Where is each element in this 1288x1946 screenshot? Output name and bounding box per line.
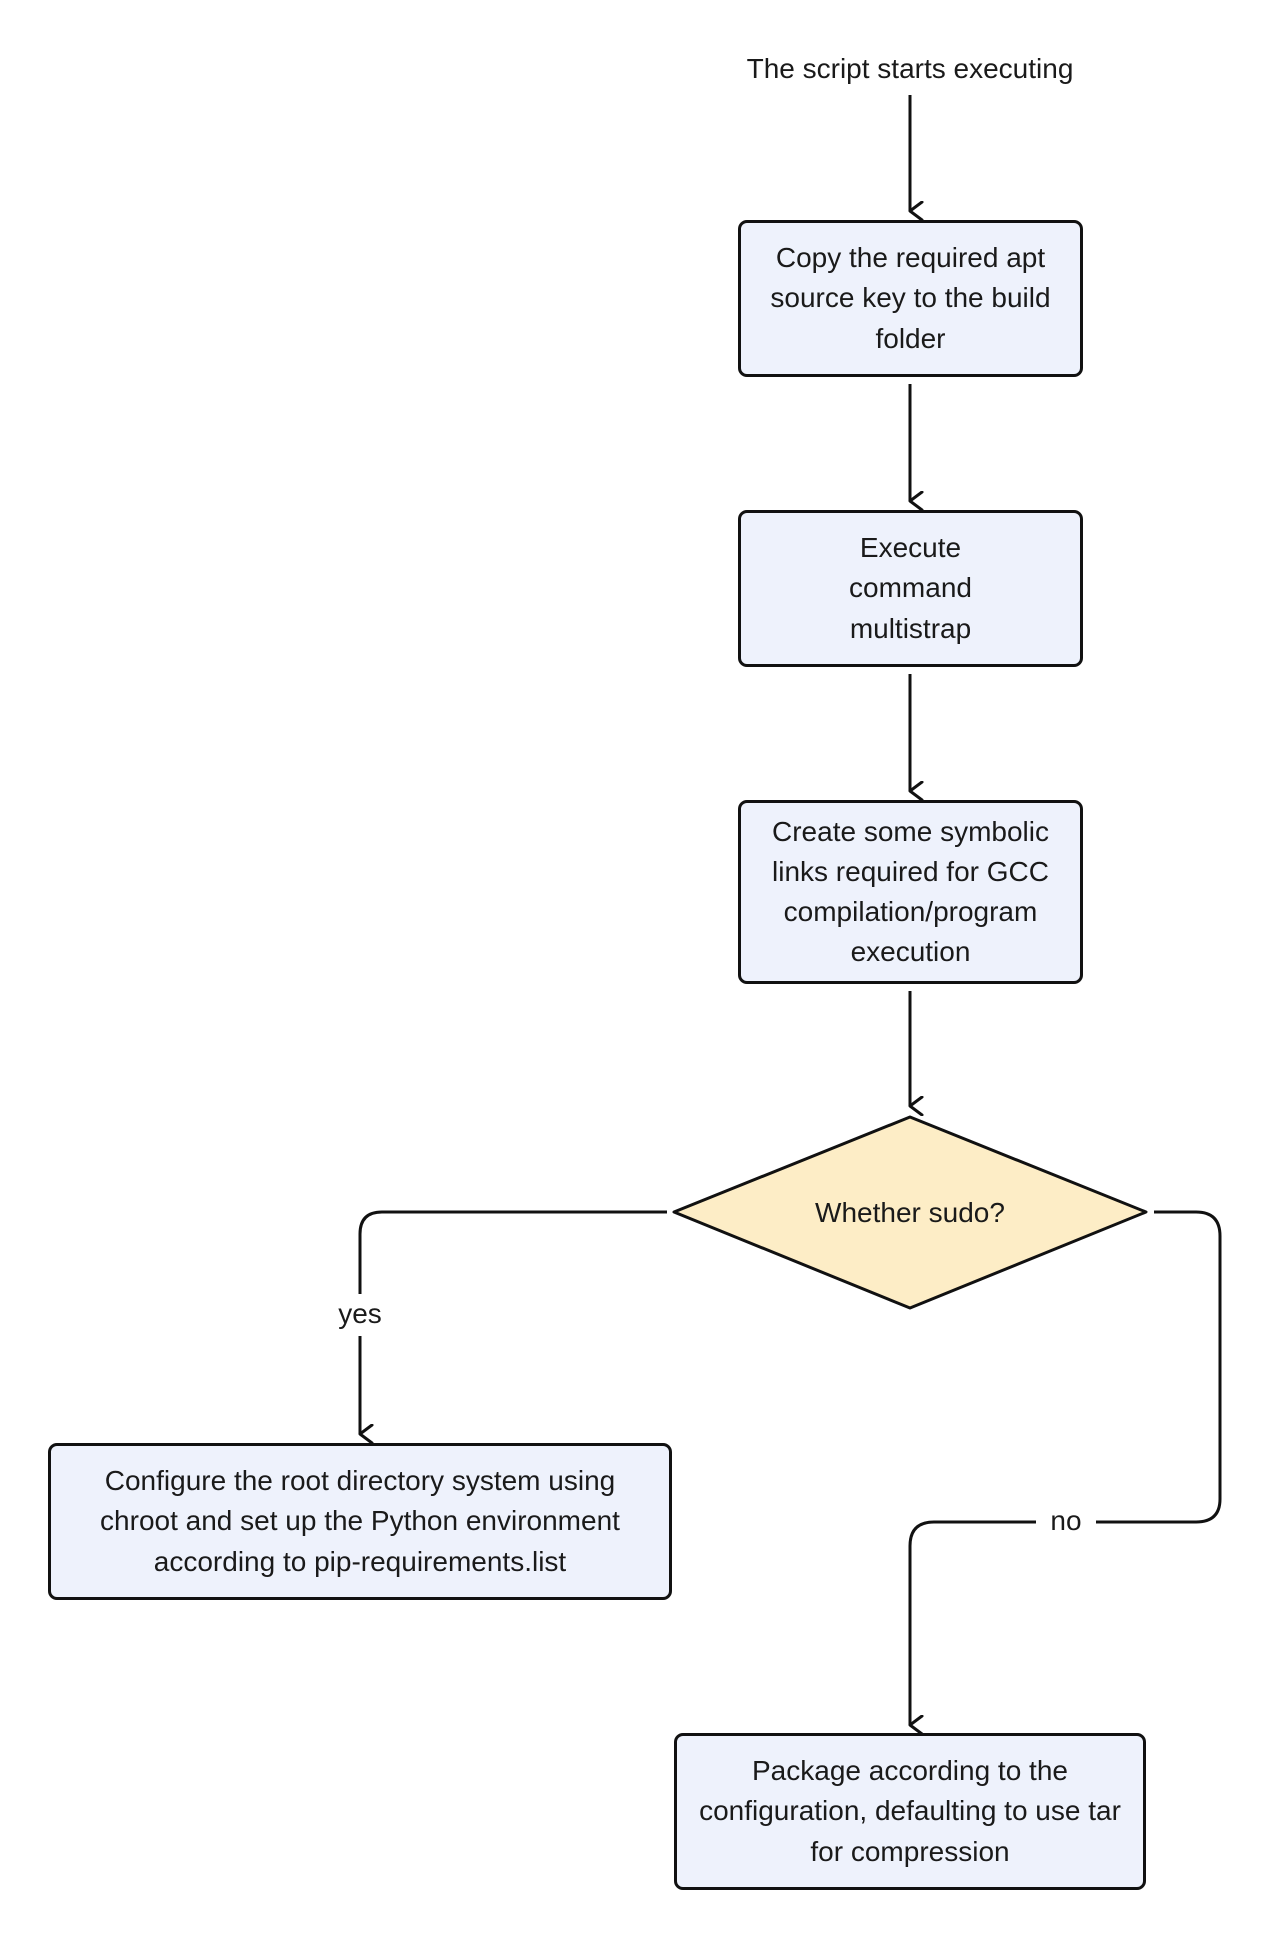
start-label: The script starts executing (746, 52, 1074, 84)
edge-decision-no (908, 1210, 1222, 1725)
edge-label-yes: yes (330, 1294, 390, 1336)
decision-diamond (672, 1115, 1148, 1310)
node-multistrap: Execute command multistrap (738, 510, 1083, 667)
decision-label: Whether sudo? (815, 1196, 1005, 1228)
edge-decision-yes (358, 1210, 667, 1434)
node-chroot: Configure the root directory system usin… (48, 1443, 672, 1600)
node-package: Package according to the configuration, … (674, 1733, 1146, 1890)
node-copy-key: Copy the required apt source key to the … (738, 220, 1083, 377)
node-symlinks: Create some symbolic links required for … (738, 800, 1083, 984)
edge-label-no: no (1036, 1501, 1096, 1543)
